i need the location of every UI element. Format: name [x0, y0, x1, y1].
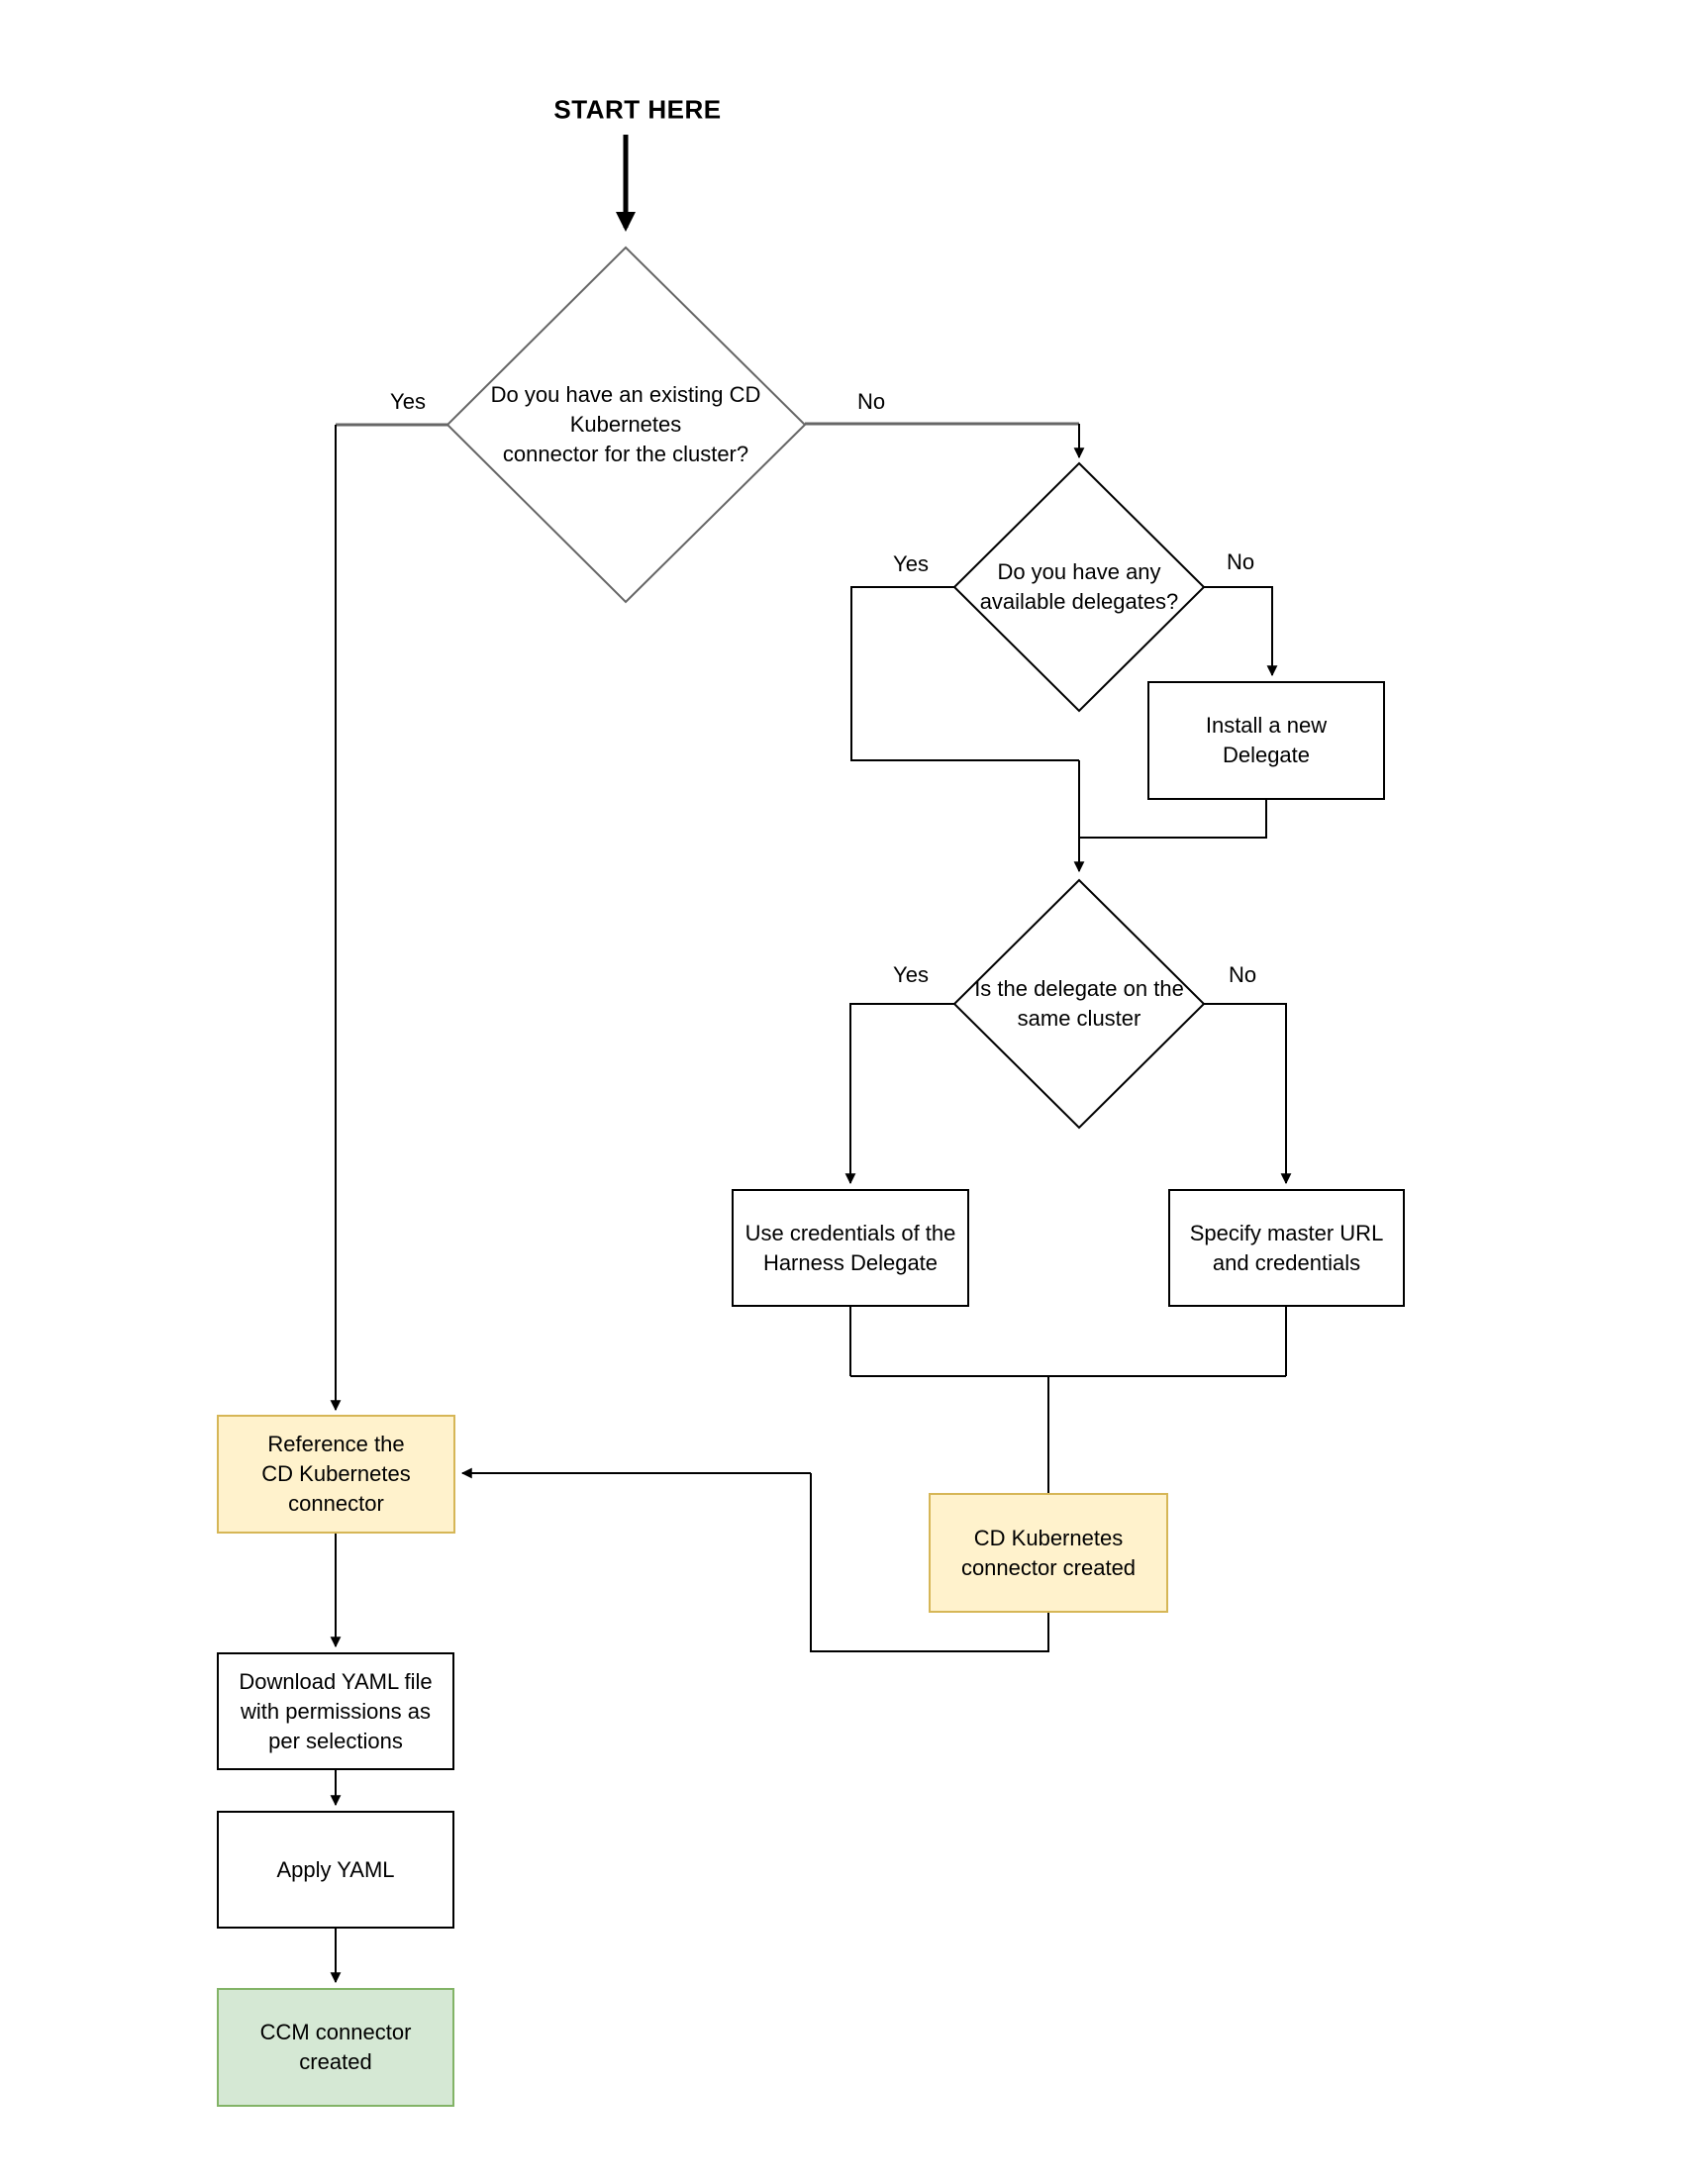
decision-available-delegates-label: Do you have any available delegates? — [979, 559, 1179, 614]
edge-install-out — [1079, 800, 1267, 839]
process-use-delegate-credentials: Use credentials of the Harness Delegate — [732, 1189, 969, 1307]
process-reference-cd-connector: Reference the CD Kubernetes connector — [217, 1415, 455, 1534]
process-apply-yaml: Apply YAML — [217, 1811, 454, 1929]
process-download-yaml: Download YAML file with permissions as p… — [217, 1652, 454, 1770]
start-here-title: START HERE — [553, 94, 722, 125]
decision-existing-cd-connector — [446, 246, 807, 604]
edge-no2-to-install — [1204, 586, 1278, 677]
edge-cd-created-out — [810, 1473, 1049, 1652]
process-install-new-delegate: Install a new Delegate — [1147, 681, 1385, 800]
edge-no3-to-specify — [1204, 1003, 1292, 1185]
edge-yes2-around — [850, 586, 1079, 761]
edge-yes3-to-usecredentials — [844, 1003, 954, 1185]
terminal-cd-connector-created: CD Kubernetes connector created — [929, 1493, 1168, 1613]
decision-existing-cd-connector-label: Do you have an existing CD Kubernetes co… — [490, 382, 761, 466]
decision-available-delegates — [952, 461, 1206, 713]
decision-delegate-same-cluster-label: Is the delegate on the same cluster — [974, 976, 1184, 1031]
label-no-available-delegates: No — [1226, 549, 1255, 574]
process-specify-master-url: Specify master URL and credentials — [1168, 1189, 1405, 1307]
terminal-ccm-connector-created: CCM connector created — [217, 1988, 454, 2107]
label-no-same-cluster: No — [1228, 962, 1257, 987]
label-yes-same-cluster: Yes — [893, 962, 929, 987]
label-yes-existing-connector: Yes — [390, 389, 426, 414]
decision-delegate-same-cluster — [952, 878, 1206, 1130]
label-no-existing-connector: No — [856, 389, 886, 414]
label-yes-available-delegates: Yes — [893, 551, 929, 576]
